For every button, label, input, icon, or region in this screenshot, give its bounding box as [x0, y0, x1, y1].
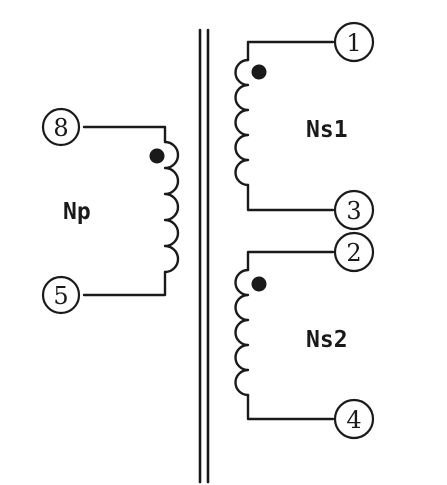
pin-2: [333, 231, 375, 273]
pin-8: [41, 107, 81, 147]
ns1-polarity-dot: [251, 64, 267, 80]
ns2-lead-bottom: [246, 393, 335, 421]
pin-5: [41, 275, 81, 315]
primary-lead-top: [82, 125, 167, 144]
pin-4-label: 4: [346, 406, 361, 434]
primary-label: Np: [63, 199, 91, 225]
pin-5-label: 5: [53, 282, 68, 310]
ns1-lead-top: [246, 40, 335, 62]
ns2-label: Ns2: [306, 327, 348, 353]
pin-1: [333, 21, 375, 63]
ns1-label: Ns1: [306, 117, 348, 143]
pin-4: [333, 398, 375, 440]
secondary-winding-2: 2 4 Ns2: [234, 231, 375, 440]
ns2-coil: [234, 268, 250, 397]
ns1-lead-bottom: [246, 183, 335, 212]
primary-winding: 8 5 Np: [41, 107, 180, 315]
ns1-coil: [234, 58, 250, 187]
pin-3-label: 3: [346, 197, 361, 225]
ns2-polarity-dot: [251, 276, 267, 292]
primary-polarity-dot: [149, 148, 165, 164]
secondary-winding-1: 1 3 Ns1: [234, 21, 375, 231]
ns2-lead-top: [246, 250, 335, 272]
pin-8-label: 8: [53, 114, 68, 142]
pin-2-label: 2: [346, 239, 361, 267]
pin-3: [333, 189, 375, 231]
pin-1-label: 1: [346, 29, 361, 57]
primary-lead-bottom: [82, 270, 167, 297]
primary-coil: [163, 140, 180, 274]
transformer-core: [198, 28, 210, 484]
